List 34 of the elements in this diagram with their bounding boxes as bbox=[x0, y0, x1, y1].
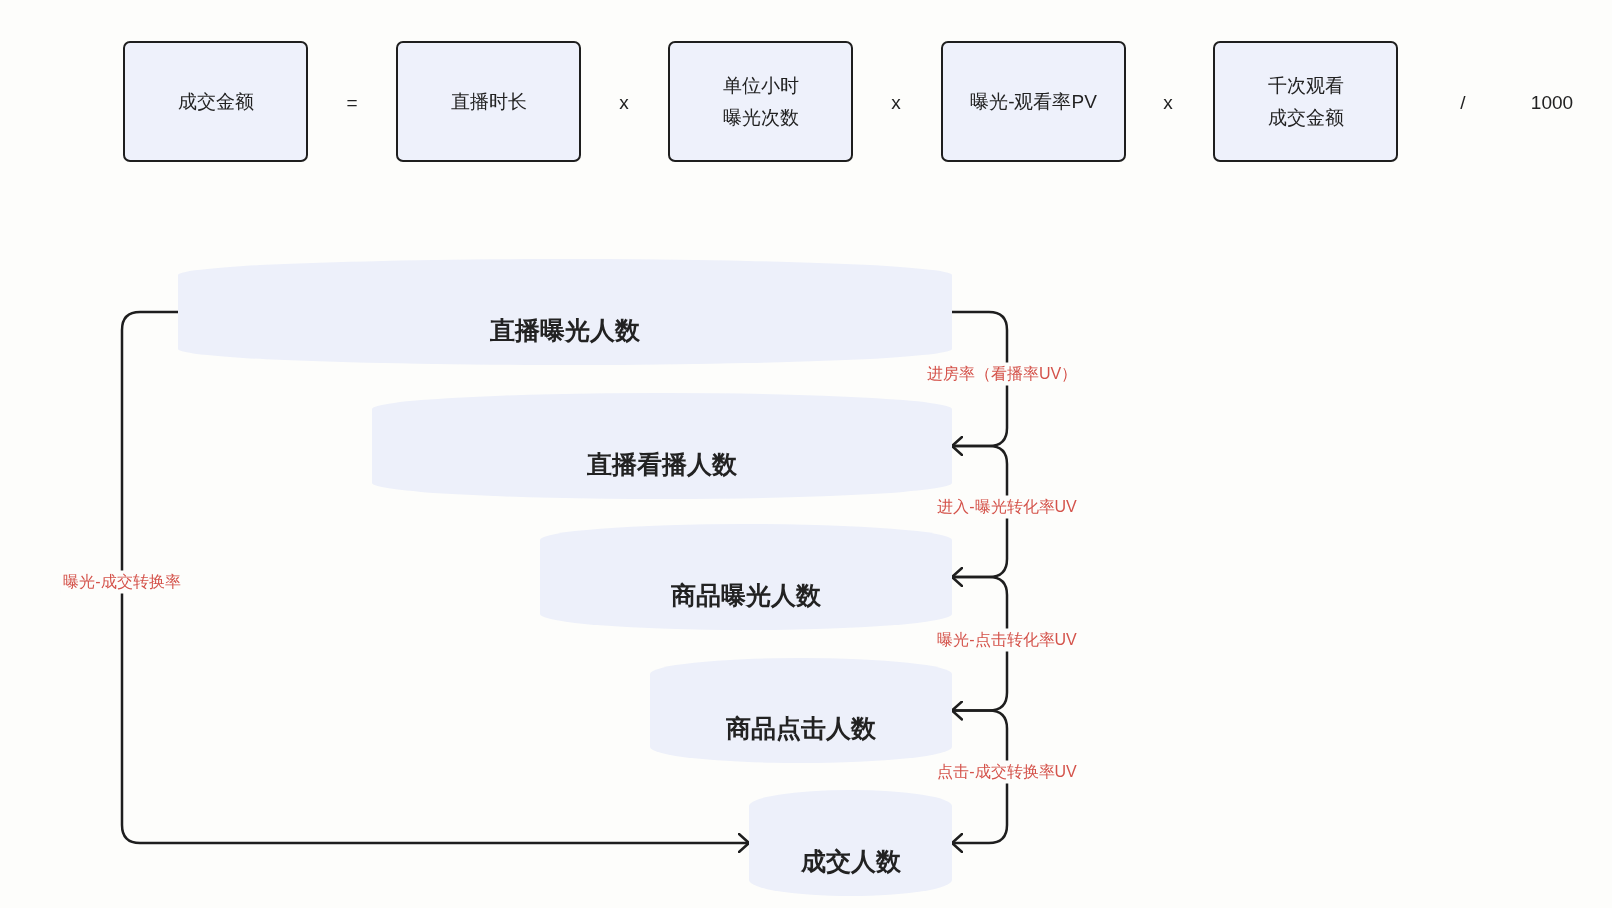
edge-label: 曝光-成交转换率 bbox=[60, 570, 184, 594]
funnel-stage bbox=[650, 658, 952, 763]
formula-term: 千次观看成交金额 bbox=[1266, 74, 1345, 130]
stage-name: 商品点击人数 bbox=[726, 713, 876, 744]
funnel-stage bbox=[749, 790, 952, 896]
formula-box bbox=[941, 41, 1126, 162]
stage-name: 成交人数 bbox=[800, 845, 901, 877]
divisor-number: 1000 bbox=[1530, 92, 1574, 114]
multiply-sign: x bbox=[891, 92, 901, 114]
funnel-stage bbox=[178, 259, 952, 365]
multiply-sign: x bbox=[619, 92, 629, 114]
formula-box bbox=[1213, 41, 1398, 162]
connector-arrow bbox=[950, 444, 1009, 588]
formula-box bbox=[396, 41, 581, 162]
formula-box bbox=[123, 41, 308, 162]
multiply-sign: x bbox=[1163, 92, 1173, 114]
connector-arrow bbox=[950, 575, 1009, 721]
edge-label: 曝光-点击转化率UV bbox=[934, 628, 1080, 652]
divide-sign: / bbox=[1460, 92, 1466, 114]
connector-arrow bbox=[950, 310, 1009, 457]
stage-name: 直播曝光人数 bbox=[490, 314, 640, 346]
formula-term: 成交金额 bbox=[177, 89, 254, 114]
connector-arrow bbox=[950, 709, 1009, 854]
formula-term: 曝光-观看率PV bbox=[970, 89, 1097, 114]
formula-term: 直播时长 bbox=[450, 89, 527, 114]
stage-name: 直播看播人数 bbox=[587, 448, 737, 480]
stage-name: 商品曝光人数 bbox=[671, 579, 821, 611]
formula-term: 单位小时曝光次数 bbox=[721, 74, 800, 130]
funnel-stage bbox=[372, 393, 952, 499]
edge-label: 进入-曝光转化率UV bbox=[934, 495, 1080, 519]
equals-sign: = bbox=[346, 92, 358, 114]
connector-arrow bbox=[120, 310, 751, 854]
funnel-stage bbox=[540, 524, 952, 630]
formula-box bbox=[668, 41, 853, 162]
